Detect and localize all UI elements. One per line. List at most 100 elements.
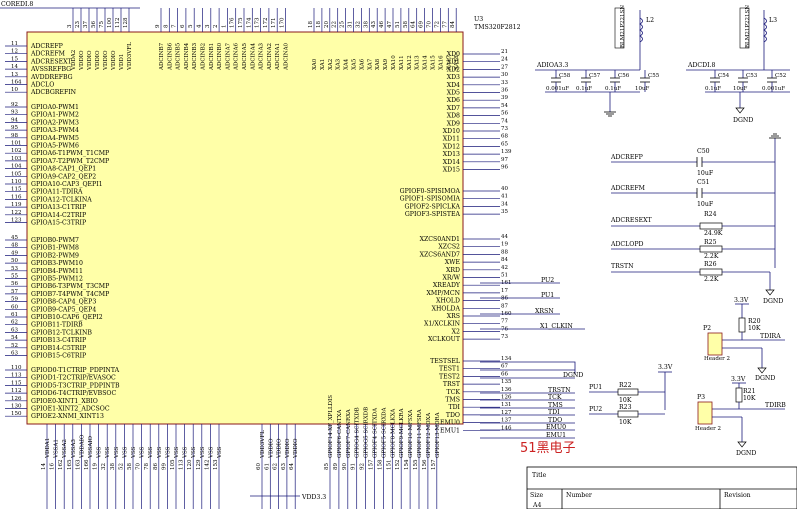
bottom-pin-name: GPIOF6-CANTXA bbox=[337, 409, 343, 458]
bottom-pin-number: 63 bbox=[281, 463, 287, 470]
net-tms: TMS bbox=[548, 402, 563, 409]
right-pin-number: 39 bbox=[501, 95, 508, 101]
pullup-resistors: 3.3V PU1 R22 10K PU2 R23 10K bbox=[589, 364, 673, 426]
left-pin-number: 55 bbox=[11, 274, 18, 280]
bottom-pin-number: 113 bbox=[179, 459, 185, 470]
left-pin-name: GPIOA3-PWM4 bbox=[31, 127, 79, 134]
top-net-label: COREDI.8 bbox=[1, 1, 33, 8]
net-tdo: TDO bbox=[548, 417, 562, 424]
left-pin-name: ADCBGREFIN bbox=[30, 89, 77, 96]
bottom-pin-number: 151 bbox=[386, 460, 392, 471]
right-pin-number: 68 bbox=[501, 134, 508, 140]
top-pin-number: 100 bbox=[107, 17, 113, 28]
right-pin-number: 131 bbox=[501, 402, 512, 408]
right-pin-number: 77 bbox=[501, 319, 508, 325]
bottom-pin-name: GPIOG5-SCIRXDB bbox=[364, 407, 370, 458]
right-pin-name: XD8 bbox=[447, 113, 460, 120]
bottom-pin-number: 120 bbox=[187, 459, 193, 470]
right-pin-name: XD13 bbox=[443, 151, 460, 158]
c50-ref: C50 bbox=[697, 148, 710, 155]
right-pin-name: XD4 bbox=[447, 82, 460, 89]
title-block-revision: Revision bbox=[724, 492, 751, 499]
right-pin-number: 65 bbox=[501, 141, 508, 147]
left-pin-name: GPIOD6-T4CTRIP/EVBSOC bbox=[31, 390, 117, 397]
right-pin-name: TMS bbox=[445, 397, 460, 404]
net-pu1: PU1 bbox=[541, 292, 554, 299]
net-trstn: TRSTN bbox=[611, 263, 634, 270]
left-pin-number: 45 bbox=[11, 235, 18, 241]
left-pin-number: 15 bbox=[11, 56, 18, 62]
right-pin-name: XD0 bbox=[447, 51, 460, 58]
left-pin-number: 102 bbox=[11, 148, 22, 154]
left-pin-name: GPIOB12-TCLKINB bbox=[31, 329, 92, 336]
net-adcresext: ADCRESEXT bbox=[610, 217, 652, 224]
ic-ref: U3 bbox=[474, 16, 483, 23]
cap-value: 10uF bbox=[635, 86, 650, 92]
bottom-pin-name: VSS bbox=[148, 446, 154, 459]
right-pin-number: 88 bbox=[501, 249, 508, 255]
right-pin-name: XRD bbox=[446, 267, 460, 274]
right-pin-number: 73 bbox=[501, 334, 508, 340]
right-pin-number: 136 bbox=[501, 387, 512, 393]
left-pin-number: 48 bbox=[11, 243, 18, 249]
bottom-pin-name: VSS bbox=[140, 446, 146, 459]
right-pin-name: XWE bbox=[445, 259, 461, 266]
right-pin-name: XD9 bbox=[447, 120, 460, 127]
bottom-pin-name: VSS bbox=[217, 446, 223, 459]
left-pin-number: 115 bbox=[11, 380, 22, 386]
bottom-pin-name: VDDA1 bbox=[45, 438, 51, 459]
top-pin-number: 51 bbox=[395, 21, 401, 28]
right-pin-name: XR/W bbox=[442, 275, 460, 282]
net-3v3-p3: 3.3V bbox=[731, 376, 746, 383]
net-dgnd-p2: DGND bbox=[755, 375, 775, 382]
top-pin-name: ADCINA4 bbox=[250, 42, 256, 71]
left-pin-number: 61 bbox=[11, 312, 18, 318]
top-pin-number: 46 bbox=[379, 21, 385, 28]
top-pin-number: 1 bbox=[221, 25, 227, 29]
left-pin-number: 113 bbox=[11, 373, 22, 379]
top-pin-number: 23 bbox=[75, 21, 81, 28]
left-pin-name: GPIOB4-PWM11 bbox=[31, 268, 83, 275]
bottom-pin-number: 85 bbox=[324, 463, 330, 470]
adc-filter-left: ADIOA3.3 BLM21P221SN L2 C580.001uFC570.1… bbox=[535, 5, 660, 117]
right-pin-number: 54 bbox=[501, 103, 508, 109]
net-dgnd-p3: DGND bbox=[736, 450, 756, 457]
bottom-pin-name: VSS bbox=[105, 446, 111, 459]
top-pin-number: 20 bbox=[324, 21, 330, 28]
top-pin-number: 174 bbox=[246, 17, 252, 28]
left-pin-number: 103 bbox=[11, 156, 22, 162]
net-dgnd-test: DGND bbox=[563, 372, 583, 379]
top-pin-name: ADCINB6 bbox=[167, 42, 173, 71]
cap-value: 0.001uF bbox=[762, 86, 785, 92]
right-pin-number: 21 bbox=[501, 49, 508, 55]
bottom-pin-name: VSS bbox=[174, 446, 180, 459]
cap-value: 0.1uF bbox=[705, 86, 721, 92]
top-pin-name: XA9 bbox=[383, 58, 389, 70]
net-adcrefp: ADCREFP bbox=[610, 154, 643, 161]
right-pin-number: 87 bbox=[501, 303, 508, 309]
bottom-pin-number: 38 bbox=[110, 463, 116, 470]
bottom-pin-number: 155 bbox=[413, 459, 419, 470]
right-pin-name: GPIOF3-SPISTEA bbox=[405, 211, 461, 218]
top-pin-number: 176 bbox=[230, 17, 236, 28]
bottom-pin-number: 52 bbox=[118, 463, 124, 470]
bottom-pin-number: 165 bbox=[67, 459, 73, 470]
left-pin-name: GPIOB6-T3PWM_T3CMP bbox=[31, 283, 109, 290]
bottom-pin-number: 19 bbox=[93, 463, 99, 470]
bottom-pin-name: GPIOF12-MDXA bbox=[426, 412, 432, 458]
bottom-pin-number: 99 bbox=[161, 463, 167, 470]
right-pin-name: XD15 bbox=[443, 167, 460, 174]
right-pin-name: XZCS0AND1 bbox=[420, 236, 460, 243]
left-pin-name: GPIOD5-T3CTRIP_PDPINTB bbox=[31, 382, 120, 389]
top-pin-name: XA4 bbox=[344, 58, 350, 70]
title-block-title: Title bbox=[532, 472, 547, 479]
net-emu1: EMU1 bbox=[546, 432, 566, 439]
top-pin-name: ADCINB5 bbox=[176, 42, 182, 71]
bottom-pin-number: 92 bbox=[360, 463, 366, 470]
top-pin-number: 37 bbox=[83, 21, 89, 28]
left-pin-number: 126 bbox=[11, 396, 22, 402]
left-pin-number: 101 bbox=[11, 141, 22, 147]
left-pin-name: GPIOA1-PWM2 bbox=[31, 112, 79, 119]
right-pin-number: 30 bbox=[501, 72, 508, 78]
right-pin-name: TESTSEL bbox=[430, 358, 460, 365]
